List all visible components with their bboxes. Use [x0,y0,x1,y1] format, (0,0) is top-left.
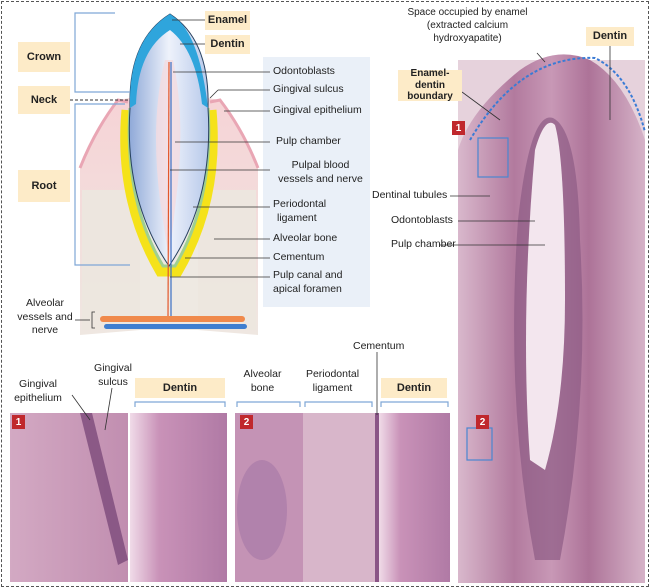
label-line: Periodontal [305,368,360,380]
region-crown: Crown [18,42,70,72]
panel-2-marker: 2 [240,415,253,429]
label-odontoblasts: Odontoblasts [273,65,335,77]
label-line: apical foramen [273,282,342,295]
panel-2-ligament [303,413,375,582]
label-enamel: Enamel [205,11,250,30]
marker-2: 2 [476,415,489,429]
label-line: Pulpal blood [291,159,350,171]
label-line: boundary [407,91,453,103]
label-p2-dentin: Dentin [381,378,447,398]
panel-1-marker: 1 [12,415,25,429]
label-line: bone [250,381,275,394]
label-line: Alveolar [243,368,282,380]
region-root: Root [18,170,70,202]
enamel-space-outline [469,56,646,141]
label-p1-dentin: Dentin [135,378,225,398]
label-line: Enamel-dentin [410,68,450,91]
label-line: vessels and nerve [278,172,363,185]
label-line: epithelium [14,391,62,404]
leader-lines [75,19,270,329]
label-panel [263,57,370,307]
label-line: ligament [312,381,353,394]
label-alveolar-bone: Alveolar bone [273,232,338,244]
label-line: nerve [31,324,59,337]
label-histo-dentin: Dentin [586,27,634,46]
region-neck: Neck [18,86,70,114]
label-line: Gingival [19,378,57,390]
panel-2-dentin [379,413,450,582]
label-line: sulcus [98,375,128,388]
label-p2-cementum: Cementum [353,340,405,352]
label-cementum: Cementum [273,251,325,263]
label-histo-pulp-chamber: Pulp chamber [391,238,456,250]
label-gingival-epithelium: Gingival epithelium [273,104,362,116]
label-dentinal-tubules: Dentinal tubules [372,189,448,201]
label-gingival-sulcus: Gingival sulcus [273,83,344,95]
label-histo-odontoblasts: Odontoblasts [391,214,453,226]
label-line: vessels and [17,310,73,323]
label-line: Pulp canal and [273,269,343,281]
label-line: Space occupied by enamel [407,7,528,18]
label-line: Gingival [94,362,132,374]
pulp-chamber-shape [526,122,565,471]
label-line: Periodontal [273,198,327,210]
enamel-shape [129,14,208,108]
marker-1: 1 [452,121,465,135]
label-line: hydroxyapatite) [433,33,502,44]
label-space-enamel: Space occupied by enamel (extracted calci… [395,6,540,45]
label-pulp-chamber: Pulp chamber [276,135,341,147]
panel-1-dentin [130,413,227,582]
region-box-1 [477,137,509,178]
label-dentin: Dentin [205,35,250,54]
label-line: ligament [277,211,317,224]
label-line: (extracted calcium [426,20,509,31]
cementum-shape [120,109,218,277]
label-line: Alveolar [26,297,64,309]
